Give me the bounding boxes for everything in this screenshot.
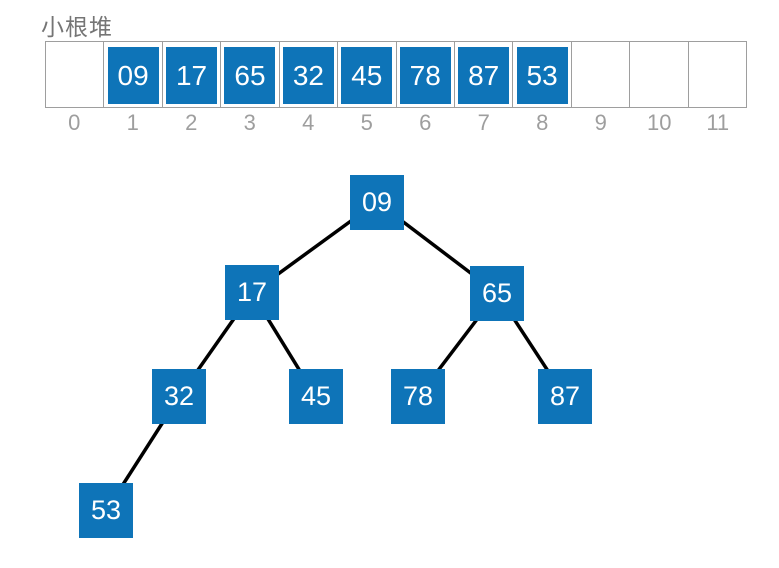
array-value-box: 53 — [516, 47, 568, 104]
tree-node-root: 09 — [350, 175, 404, 230]
array-index-label: 4 — [302, 110, 315, 135]
array-index-label: 10 — [647, 110, 672, 135]
array-cell-1: 09 — [104, 42, 163, 107]
array-index-label: 0 — [68, 110, 81, 135]
tree-node: 32 — [152, 369, 206, 424]
tree-node: 45 — [289, 369, 343, 424]
tree-node: 65 — [470, 266, 524, 321]
array-value-box: 09 — [107, 47, 159, 104]
array-index-label: 9 — [594, 110, 607, 135]
array-index-label: 7 — [477, 110, 490, 135]
array-cell-4: 32 — [280, 42, 339, 107]
tree-node: 78 — [391, 369, 445, 424]
array-cell-7: 87 — [455, 42, 514, 107]
array-cell-9 — [572, 42, 631, 107]
array-cell-6: 78 — [397, 42, 455, 107]
array-value-box: 65 — [224, 47, 276, 104]
array-index-label: 8 — [536, 110, 549, 135]
array-cell-8: 53 — [513, 42, 572, 107]
array-cell-5: 45 — [338, 42, 397, 107]
array-value-box: 87 — [458, 47, 510, 104]
array-index-label: 2 — [185, 110, 198, 135]
array-index-label: 3 — [243, 110, 256, 135]
array-index-label: 6 — [419, 110, 432, 135]
tree-node: 87 — [538, 369, 592, 424]
array-cell-10 — [630, 42, 689, 107]
array-value-box: 32 — [282, 47, 334, 104]
array-value-box: 78 — [399, 47, 451, 104]
page-title: 小根堆 — [41, 14, 113, 40]
tree-node: 17 — [225, 265, 279, 320]
tree-node: 53 — [79, 483, 133, 538]
array-cell-2: 17 — [163, 42, 222, 107]
heap-array: 09 17 65 32 45 78 87 53 — [45, 41, 747, 108]
array-cell-0 — [46, 42, 105, 107]
array-index-label: 11 — [706, 110, 730, 135]
array-index-label: 1 — [126, 110, 139, 135]
array-index-label: 5 — [360, 110, 373, 135]
array-value-box: 17 — [166, 47, 218, 104]
array-index-row: 0 1 2 3 4 5 6 7 8 9 10 11 — [45, 110, 747, 136]
array-cell-3: 65 — [221, 42, 280, 107]
array-value-box: 45 — [341, 47, 393, 104]
